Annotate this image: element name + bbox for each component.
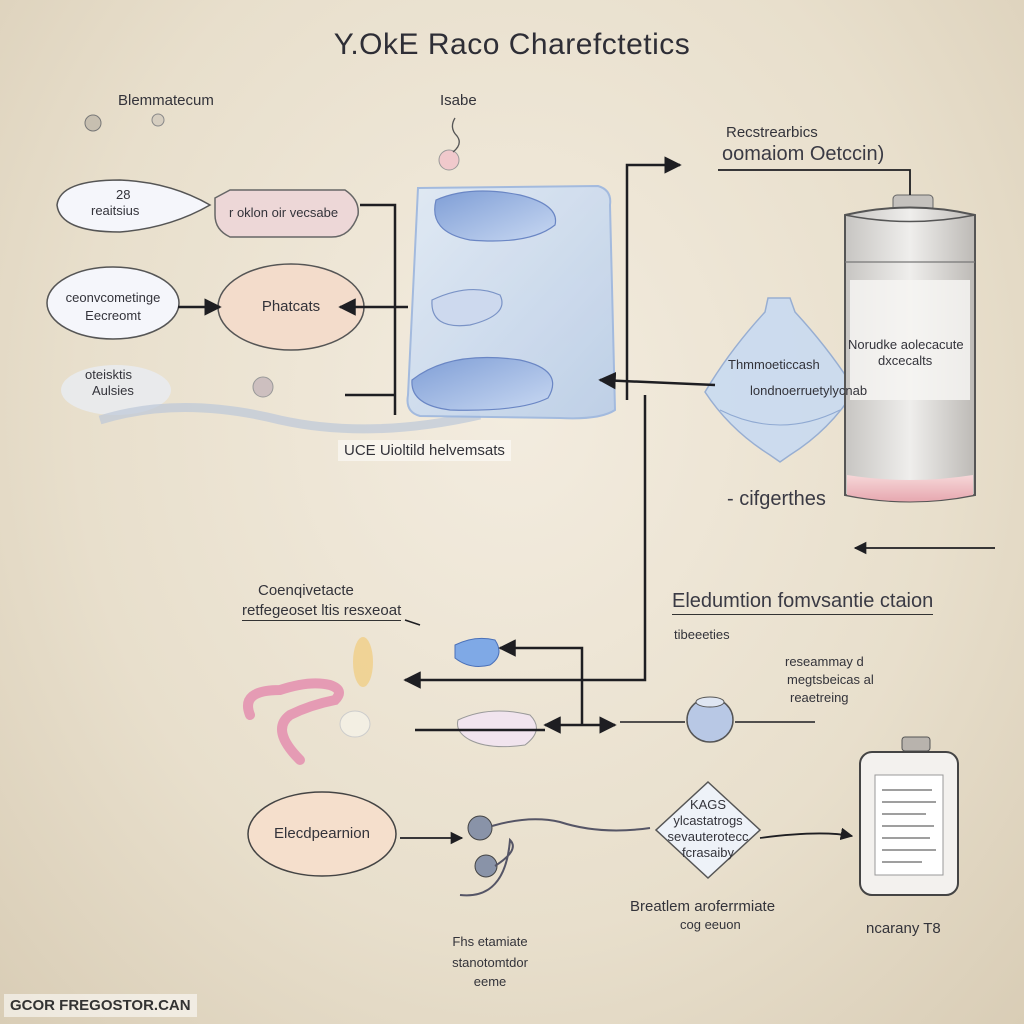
diamond-label-1: KAGS xyxy=(689,797,727,812)
caption-mid: UCE Uioltild helvemsats xyxy=(338,440,511,462)
right-mid-label-3: reaetreing xyxy=(790,690,849,705)
flask-label-1: Thmmoeticcash xyxy=(728,357,820,372)
connectors xyxy=(178,156,995,845)
jar-label: ncarany T8 xyxy=(866,920,941,937)
small-flask xyxy=(686,696,734,743)
arrow-label: - cifgerthes xyxy=(727,488,826,510)
oval-left-label-2: Eecreomt xyxy=(85,308,141,323)
storage-tank xyxy=(844,194,976,503)
diamond-label-4: fcrasaiby xyxy=(681,845,735,860)
flask-label-2: londnoerruetylycnab xyxy=(750,383,868,398)
label-top-right-1: Recstrearbics xyxy=(726,124,818,141)
tank-label-2: dxcecalts xyxy=(878,353,933,368)
top-left-figures xyxy=(84,113,460,171)
label-top-left: Blemmatecum xyxy=(118,92,214,109)
label-top-right-2: oomaiom Oetccin) xyxy=(722,143,885,165)
left-mid-label-1: Coenqivetacte xyxy=(258,582,354,599)
flask xyxy=(704,297,856,463)
diamond-label-2: ylcastatrogs xyxy=(673,813,743,828)
bottom-center-label-1: Fhs etamiate xyxy=(452,934,528,949)
label-top-center: Isabe xyxy=(440,92,477,109)
left-mid-label-2: retfegeoset ltis resxeoat xyxy=(242,602,402,622)
jar xyxy=(859,736,959,896)
page-title: Y.OkE Raco Charefctetics xyxy=(333,28,691,61)
diamond-label-3: sevauterotecc xyxy=(667,829,749,844)
bubble-1-label: reaitsius xyxy=(91,203,140,218)
bottom-center-label-2: stanotomtdor xyxy=(452,955,528,970)
tank-label-1: Norudke aolecacute xyxy=(848,337,964,352)
bottom-center-label-3: eeme xyxy=(473,974,507,989)
bottom-right-label-1: Breatlem aroferrmiate xyxy=(630,898,776,915)
section-heading: Eledumtion fomvsantie ctaion xyxy=(672,590,934,615)
bubble-1-number: 28 xyxy=(116,187,131,202)
bubble-2-label: r oklon oir vecsabe xyxy=(229,205,339,220)
bottom-right-label-2: cog eeuon xyxy=(680,917,741,932)
left-bubbles xyxy=(46,179,481,434)
right-mid-label-2: megtsbeicas al xyxy=(787,672,874,687)
oval-bottom-label: Elecdpearnion xyxy=(274,825,370,842)
cloud-label-1: oteisktis xyxy=(85,367,132,382)
bottom-shapes xyxy=(247,780,762,897)
oval-center-label: Phatcats xyxy=(261,298,321,315)
right-mid-label-1: reseammay d xyxy=(785,654,864,669)
central-glass-panel xyxy=(406,184,617,420)
cloud-label-2: Aulsies xyxy=(92,383,134,398)
lower-left-figures xyxy=(243,637,537,765)
oval-left-label-1: ceonvcometinge xyxy=(65,290,161,305)
watermark: GCOR FREGOSTOR.CAN xyxy=(4,994,197,1018)
right-mid-top-label: tibeeeties xyxy=(674,627,730,642)
